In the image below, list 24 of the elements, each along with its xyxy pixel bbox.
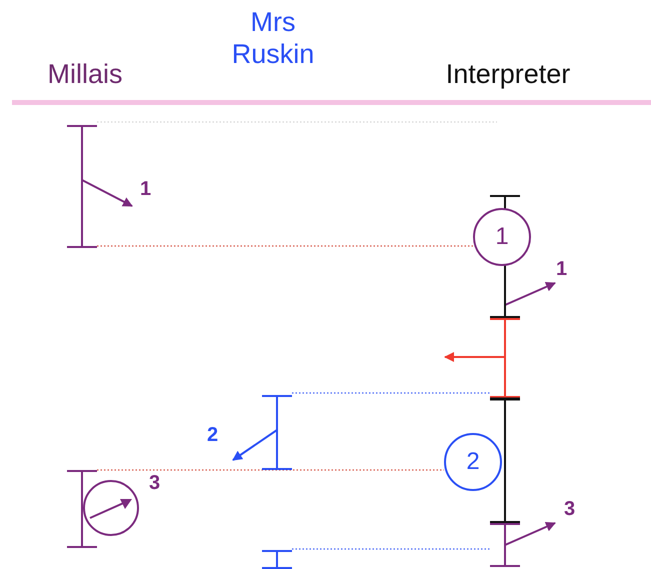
circle-number: 1 <box>495 225 509 249</box>
circle-label: 3 <box>149 472 160 494</box>
activation-bar <box>490 523 520 567</box>
arrow <box>82 179 133 207</box>
activation-bar <box>490 318 520 398</box>
activation-bar <box>67 470 97 548</box>
dotted-line <box>292 392 490 394</box>
arrow <box>504 282 556 306</box>
activation-bar <box>67 125 97 248</box>
edge-label: 3 <box>564 498 576 520</box>
edge-label: 1 <box>140 178 152 200</box>
column-header: Millais <box>46 58 124 90</box>
column-header: Interpreter <box>444 58 572 90</box>
column-header: Mrs Ruskin <box>230 6 316 70</box>
dotted-line <box>292 548 490 550</box>
activation-bar <box>490 398 520 523</box>
arrow <box>444 352 505 362</box>
circle-number: 2 <box>466 450 480 474</box>
activation-bar <box>262 395 292 470</box>
arrow <box>504 522 556 546</box>
edge-label: 2 <box>207 424 218 446</box>
arrow <box>232 429 278 461</box>
activation-bar <box>262 550 292 569</box>
edge-label: 1 <box>556 258 568 280</box>
